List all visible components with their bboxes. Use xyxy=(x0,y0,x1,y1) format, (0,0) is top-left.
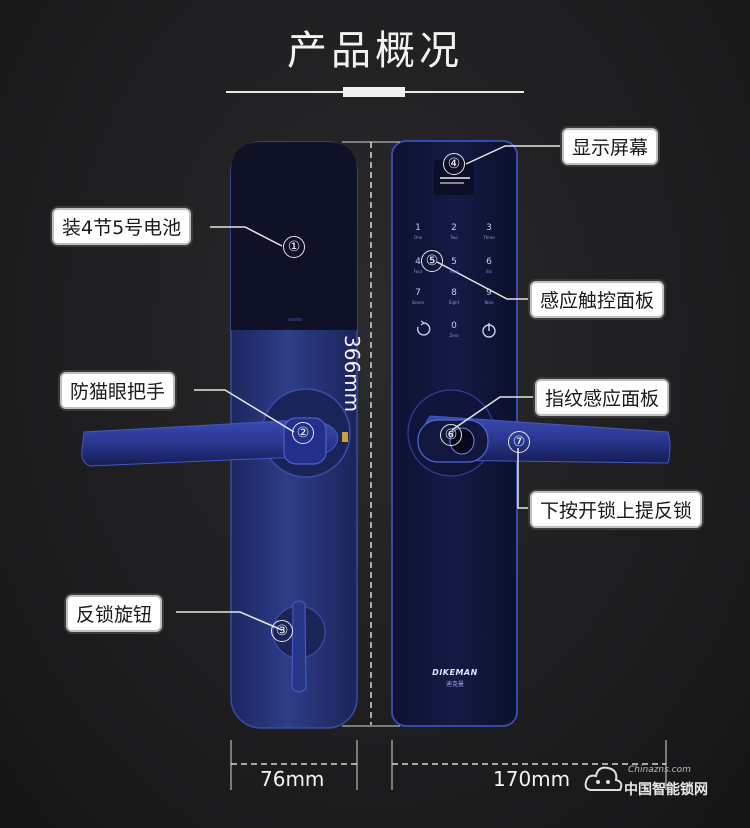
marker-6: ⑥ xyxy=(440,424,462,446)
marker-5: ⑤ xyxy=(421,250,443,272)
callout-handle-action: 下按开锁上提反锁 xyxy=(530,491,703,528)
marker-7: ⑦ xyxy=(508,431,530,453)
outer-width-label: 170mm xyxy=(493,767,571,791)
callout-knob: 反锁旋钮 xyxy=(66,595,163,632)
callout-touch-panel: 感应触控面板 xyxy=(530,281,665,318)
watermark-cloud-icon xyxy=(584,766,623,791)
brand-logo: DIKEMAN xyxy=(432,668,478,677)
inner-width-label: 76mm xyxy=(260,767,325,791)
leader-lines xyxy=(176,145,560,631)
marker-1: ① xyxy=(283,236,305,258)
watermark-name: 中国智能锁网 xyxy=(624,782,708,798)
refresh-icon xyxy=(416,322,431,336)
callout-handle-left: 防猫眼把手 xyxy=(60,372,176,409)
callout-battery: 装4节5号电池 xyxy=(52,208,192,245)
marker-4: ④ xyxy=(443,153,465,175)
callout-screen: 显示屏幕 xyxy=(562,128,659,165)
marker-3: ③ xyxy=(271,620,293,642)
knob-paddle xyxy=(291,600,307,693)
callout-fingerprint: 指纹感应面板 xyxy=(535,379,670,416)
brand-sub: 迪克曼 xyxy=(445,681,464,688)
height-label: 366mm xyxy=(340,335,364,413)
marker-2: ② xyxy=(292,422,314,444)
title-underline-accent xyxy=(343,87,405,97)
page-title: 产品概况 xyxy=(287,28,463,74)
watermark-url: Chinazns.com xyxy=(628,765,691,775)
